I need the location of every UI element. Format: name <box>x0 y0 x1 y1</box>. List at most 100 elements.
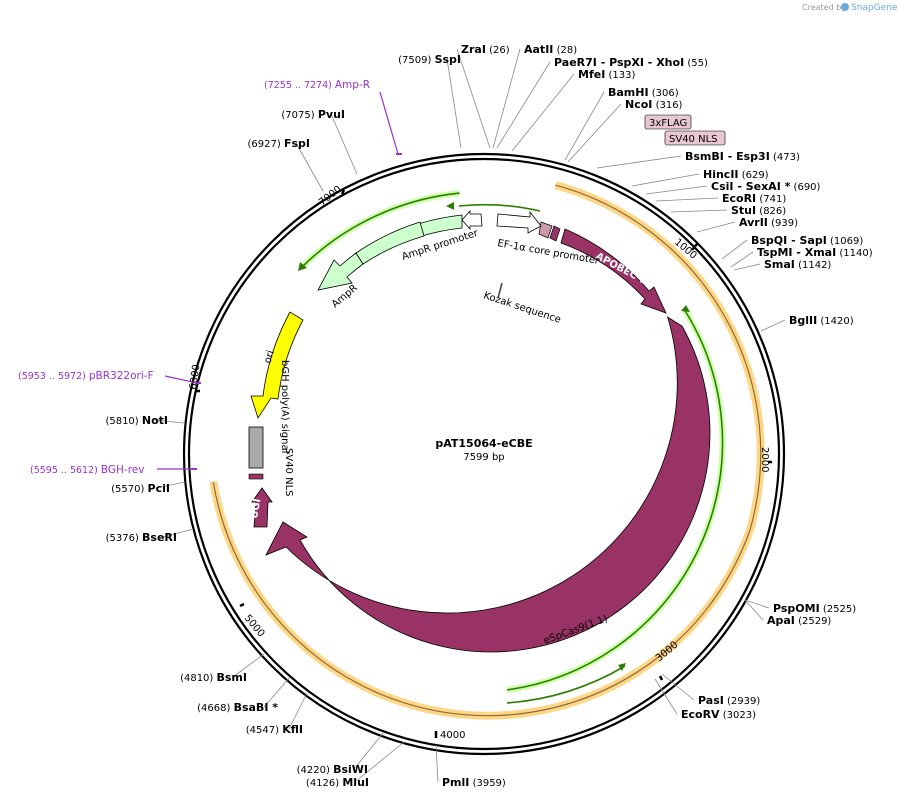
sv40-top-feature[interactable] <box>549 225 561 242</box>
enzyme-label[interactable]: BglII (1420) <box>789 314 854 327</box>
ugi-arrow[interactable] <box>251 487 273 528</box>
enzyme-label[interactable]: NcoI (316) <box>625 98 683 111</box>
enzyme-label-part: (5810) <box>105 416 141 427</box>
enzyme-leader <box>733 263 761 271</box>
cas9-divider-2 <box>409 651 417 671</box>
enzyme-label-part: BspQI <box>751 234 787 247</box>
enzyme-label[interactable]: PaeR7I - PspXI - XhoI (55) <box>554 56 708 69</box>
enzyme-label[interactable]: (4810) BsmI <box>180 671 247 684</box>
enzyme-label[interactable]: HincII (629) <box>703 168 769 181</box>
enzyme-label-part: PciI <box>148 482 170 495</box>
enzyme-label-part: FspI <box>284 137 310 150</box>
ef1a-promoter-arrow[interactable] <box>496 210 542 234</box>
enzyme-leader <box>645 185 708 195</box>
enzyme-label[interactable]: (7509) SspI <box>398 53 461 66</box>
kozak-label: Kozak sequence <box>482 290 562 325</box>
enzyme-label[interactable]: (5570) PciI <box>111 482 170 495</box>
enzyme-label-part: PasI <box>698 694 724 707</box>
enzyme-label[interactable]: (4126) MluI <box>306 776 369 789</box>
tick-mark <box>340 189 346 195</box>
enzyme-label[interactable]: PasI (2939) <box>698 694 760 707</box>
tick-mark <box>239 602 245 608</box>
enzyme-label-part: PmlI <box>442 776 469 789</box>
cas9-arrow[interactable] <box>265 316 711 653</box>
enzyme-label-part: EcoRI <box>722 192 756 205</box>
enzyme-label[interactable]: PspOMI (2525) <box>773 602 856 615</box>
enzyme-label[interactable]: ApaI (2529) <box>767 614 831 627</box>
enzyme-label-part: BglII <box>789 314 817 327</box>
enzyme-label[interactable]: EcoRI (741) <box>722 192 786 205</box>
sv40-top-box[interactable] <box>664 130 726 146</box>
enzyme-label-part: (741) <box>756 194 786 205</box>
enzyme-label[interactable]: (4547) KflI <box>246 723 303 736</box>
enzyme-leader <box>511 73 575 152</box>
green-arrowhead-right <box>681 305 690 312</box>
enzyme-leader <box>435 744 439 783</box>
enzyme-label-part: PspOMI <box>773 602 820 615</box>
enzyme-label[interactable]: StuI (826) <box>731 204 786 217</box>
ampr-arrow[interactable] <box>317 252 364 291</box>
enzyme-label[interactable]: SmaI (1142) <box>764 258 831 271</box>
enzyme-label[interactable]: (4668) BsaBI * <box>197 701 278 714</box>
apobec-arrow[interactable] <box>560 228 667 314</box>
enzyme-label-part: (7075) <box>281 110 317 121</box>
enzyme-label[interactable]: BspQI - SapI (1069) <box>751 234 863 247</box>
primer-label[interactable]: (5595 .. 5612) BGH-rev <box>30 464 144 476</box>
enzyme-leader <box>696 221 736 233</box>
enzyme-label-part: - XhoI <box>644 56 684 69</box>
enzyme-label-part: (6927) <box>248 139 284 150</box>
enzyme-label[interactable]: (6927) FspI <box>248 137 310 150</box>
enzyme-label-part: StuI <box>731 204 756 217</box>
enzyme-label-part: PaeR7I <box>554 56 597 69</box>
enzyme-label-part: (1069) <box>827 236 864 247</box>
sv40-nls-block[interactable] <box>248 473 264 480</box>
enzyme-leader <box>288 692 308 730</box>
enzyme-label-part: (1420) <box>817 316 854 327</box>
primer-label[interactable]: (5953 .. 5972) pBR322ori-F <box>18 370 154 382</box>
enzyme-leader <box>655 197 719 202</box>
enzyme-label-part: (826) <box>756 206 786 217</box>
enzyme-label[interactable]: BsmBI - Esp3I (473) <box>685 150 800 163</box>
enzyme-label[interactable]: PmlI (3959) <box>442 776 506 789</box>
enzyme-leader <box>760 319 786 332</box>
enzyme-label[interactable]: (4220) BsiWI <box>297 763 368 776</box>
enzyme-label-part: (28) <box>553 45 577 56</box>
primer-name: BGH-rev <box>101 464 145 476</box>
enzyme-label-part: MluI <box>342 776 369 789</box>
enzyme-label[interactable]: CsiI - SexAI * (690) <box>711 180 821 193</box>
enzyme-label-part: - Esp3I <box>724 150 770 163</box>
ampr-promoter-small-arrow[interactable] <box>461 209 483 231</box>
sv40-top-box-label: SV40 NLS <box>669 134 718 145</box>
enzyme-label[interactable]: TspMI - XmaI (1140) <box>757 246 873 259</box>
ori-arrow[interactable] <box>250 311 304 419</box>
enzyme-label-part: ZraI <box>461 43 486 56</box>
enzyme-label[interactable]: ZraI (26) <box>461 43 510 56</box>
enzyme-label[interactable]: MfeI (133) <box>578 68 635 81</box>
enzyme-label[interactable]: (5376) BseRI <box>106 531 177 544</box>
enzyme-label-part: - SexAI * <box>733 180 790 193</box>
bgh-polya-block[interactable] <box>248 426 264 469</box>
flag-feature[interactable] <box>538 221 553 239</box>
enzyme-label-part: (5376) <box>106 533 142 544</box>
enzyme-label-part: BsmI <box>217 671 248 684</box>
enzyme-label-part: BsiWI <box>333 763 368 776</box>
enzyme-label[interactable]: (7075) PvuI <box>281 108 345 121</box>
enzyme-label[interactable]: EcoRV (3023) <box>681 708 756 721</box>
enzyme-label[interactable]: BamHI (306) <box>608 86 679 99</box>
enzyme-label-part: (4220) <box>297 765 333 776</box>
flag-box[interactable] <box>644 114 692 130</box>
enzyme-label[interactable]: AatII (28) <box>524 43 577 56</box>
enzyme-label-part: - XmaI <box>793 246 837 259</box>
enzyme-leader <box>456 48 491 149</box>
primer-label[interactable]: (7255 .. 7274) Amp-R <box>264 79 370 91</box>
enzyme-leader <box>492 48 521 149</box>
enzyme-leader <box>354 741 405 783</box>
cas9-divider-1 <box>381 644 387 663</box>
enzyme-label[interactable]: AvrII (939) <box>739 216 798 229</box>
plasmid-name: pAT15064-eCBE <box>435 437 532 450</box>
tick-label: 6000 <box>188 364 202 391</box>
bgh-label: bGH poly(A) signal <box>279 360 290 453</box>
enzyme-label[interactable]: (5810) NotI <box>105 414 168 427</box>
